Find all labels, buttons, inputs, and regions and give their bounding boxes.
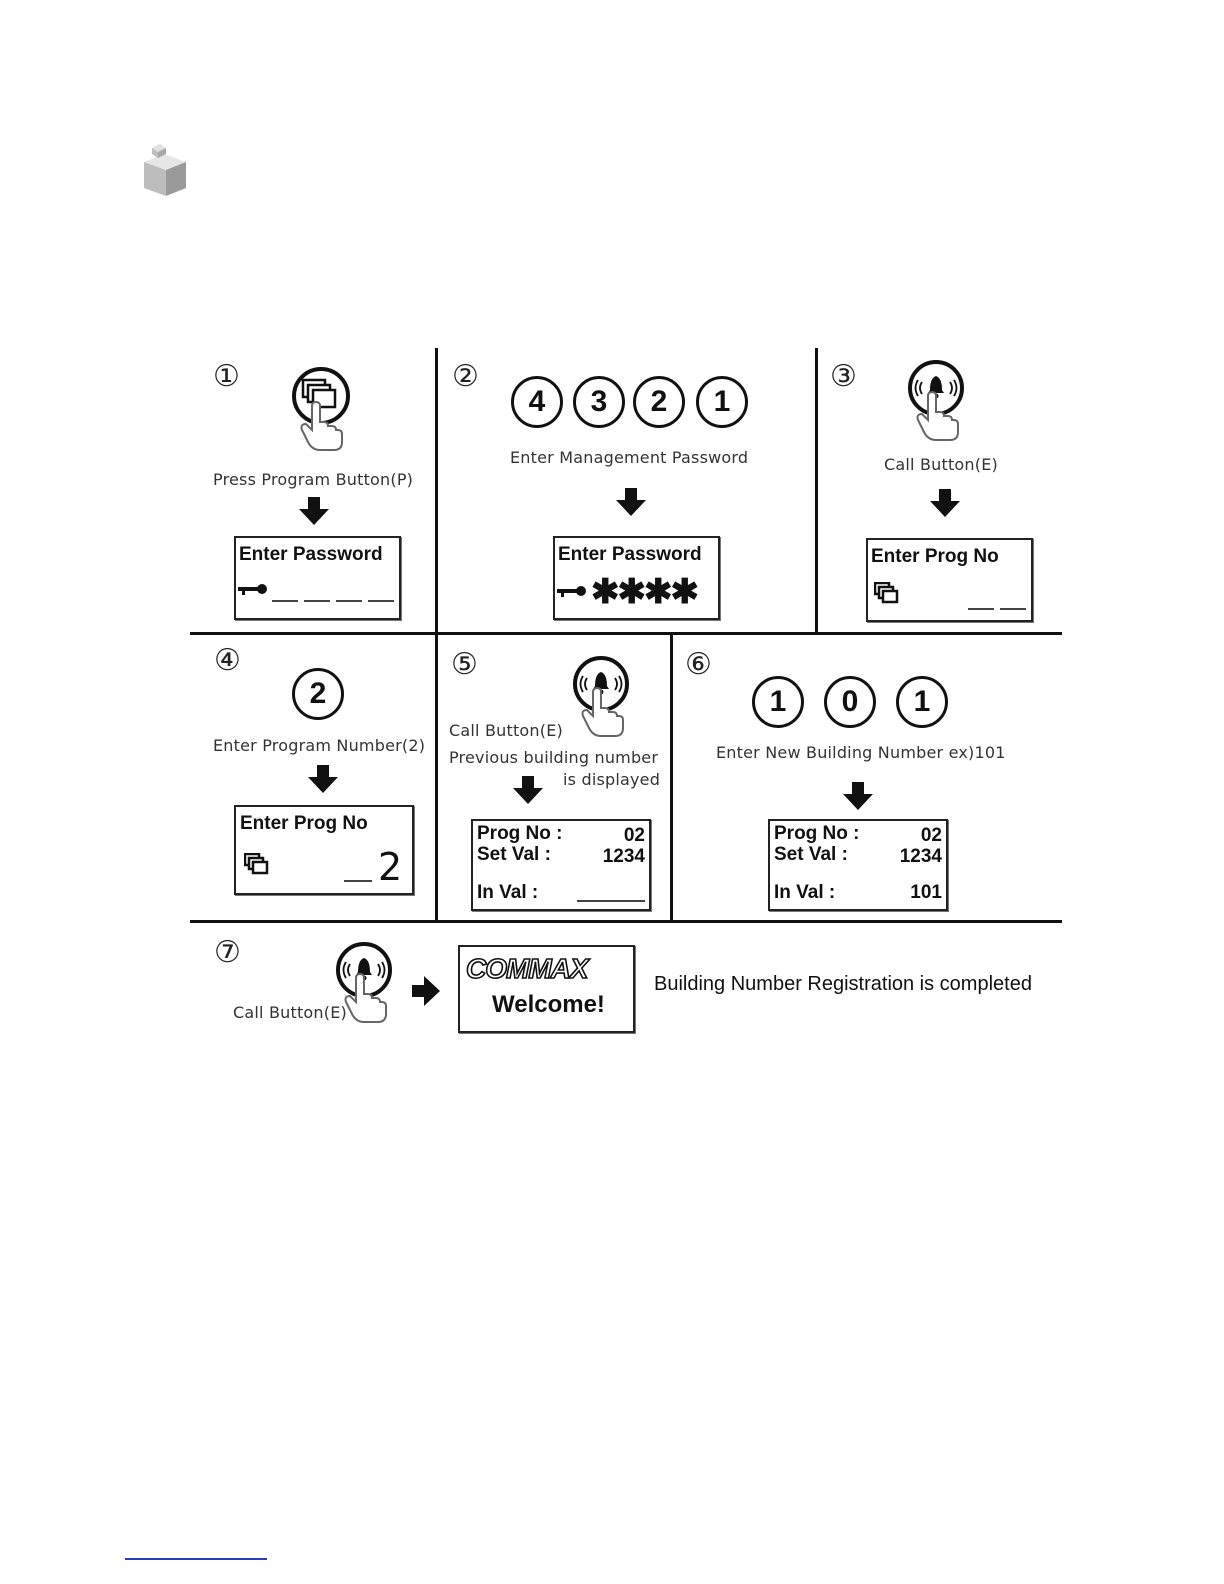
cube-icon xyxy=(144,144,186,196)
program-button-icon xyxy=(292,367,350,451)
lcd-in-value: 101 xyxy=(910,882,942,903)
step-caption: Enter Program Number(2) xyxy=(213,736,426,755)
key-icon xyxy=(238,584,267,595)
program-icon xyxy=(874,582,899,604)
lcd-title: Enter Prog No xyxy=(871,546,999,567)
lcd-prog-value: 2 xyxy=(378,845,403,889)
down-arrow-icon xyxy=(308,765,338,793)
divider-h1 xyxy=(190,632,1062,635)
lcd-set-value: 1234 xyxy=(602,846,645,867)
lcd-display: Enter Password xyxy=(234,536,401,620)
step-caption: Enter New Building Number ex)101 xyxy=(716,743,1006,762)
step-number: ⑥ xyxy=(685,647,712,682)
lcd-title: Enter Prog No xyxy=(240,813,368,834)
lcd-display: Prog No : 02 Set Val : 1234 In Val : 101 xyxy=(768,819,948,911)
prog-no-blank xyxy=(344,880,372,882)
lcd-welcome: Welcome! xyxy=(492,991,605,1018)
lcd-in-label: In Val : xyxy=(774,882,836,903)
step-caption: Call Button(E) xyxy=(884,455,998,474)
password-blanks xyxy=(272,600,394,602)
digit-key: 1 xyxy=(752,676,804,728)
lcd-display: Prog No : 02 Set Val : 1234 In Val : xyxy=(471,819,651,911)
digit-key: 0 xyxy=(824,676,876,728)
lcd-brand-logo: COMMAX xyxy=(465,952,589,985)
lcd-prog-value: 02 xyxy=(920,825,942,846)
digit-key: 2 xyxy=(633,376,685,428)
lcd-set-value: 1234 xyxy=(899,846,942,867)
lcd-in-label: In Val : xyxy=(477,882,539,903)
down-arrow-icon xyxy=(843,782,873,810)
step-caption: is displayed xyxy=(563,770,661,789)
digit-key: 1 xyxy=(696,376,748,428)
divider-v1 xyxy=(435,348,438,922)
lcd-prog-label: Prog No : xyxy=(477,823,563,844)
step-caption: Call Button(E) xyxy=(449,721,563,740)
step-number: ③ xyxy=(830,359,857,394)
divider-h2 xyxy=(190,920,1062,923)
step-caption: Previous building number xyxy=(449,748,659,767)
step-number: ① xyxy=(213,359,240,394)
call-button-icon xyxy=(336,942,392,1023)
step-number: ④ xyxy=(214,643,241,678)
digit-key: 4 xyxy=(511,376,563,428)
lcd-title: Enter Password xyxy=(558,544,702,565)
digit-key: 3 xyxy=(573,376,625,428)
divider-v3 xyxy=(670,635,673,922)
down-arrow-icon xyxy=(513,776,543,804)
lcd-display: Enter Prog No xyxy=(866,538,1033,622)
digit-key: 2 xyxy=(292,668,344,720)
digit-key: 1 xyxy=(896,676,948,728)
prog-no-blanks xyxy=(968,608,1026,610)
step-number: ⑦ xyxy=(214,935,241,970)
down-arrow-icon xyxy=(299,497,329,525)
lcd-display: COMMAX Welcome! xyxy=(458,945,635,1033)
step-number: ⑤ xyxy=(451,647,478,682)
lcd-display: Enter Password ✱✱✱✱ xyxy=(553,536,720,620)
down-arrow-icon xyxy=(616,488,646,516)
lcd-title: Enter Password xyxy=(239,544,383,565)
key-icon xyxy=(557,586,586,597)
lcd-set-label: Set Val : xyxy=(477,844,551,865)
step-number: ② xyxy=(452,359,479,394)
lcd-prog-label: Prog No : xyxy=(774,823,860,844)
step-caption: Call Button(E) xyxy=(233,1003,347,1022)
lcd-password-mask: ✱✱✱✱ xyxy=(591,573,699,611)
right-arrow-icon xyxy=(412,976,440,1006)
in-val-blank xyxy=(577,900,645,902)
footer-link-underline xyxy=(125,1558,267,1560)
down-arrow-icon xyxy=(930,489,960,517)
lcd-set-label: Set Val : xyxy=(774,844,848,865)
step-caption: Enter Management Password xyxy=(510,448,749,467)
lcd-display: Enter Prog No 2 xyxy=(234,805,414,895)
program-icon xyxy=(244,853,269,875)
call-button-icon xyxy=(573,656,629,737)
completion-message: Building Number Registration is complete… xyxy=(654,973,1032,995)
divider-v2 xyxy=(815,348,818,635)
step-caption: Press Program Button(P) xyxy=(213,470,414,489)
lcd-prog-value: 02 xyxy=(623,825,645,846)
call-button-icon xyxy=(908,360,964,441)
